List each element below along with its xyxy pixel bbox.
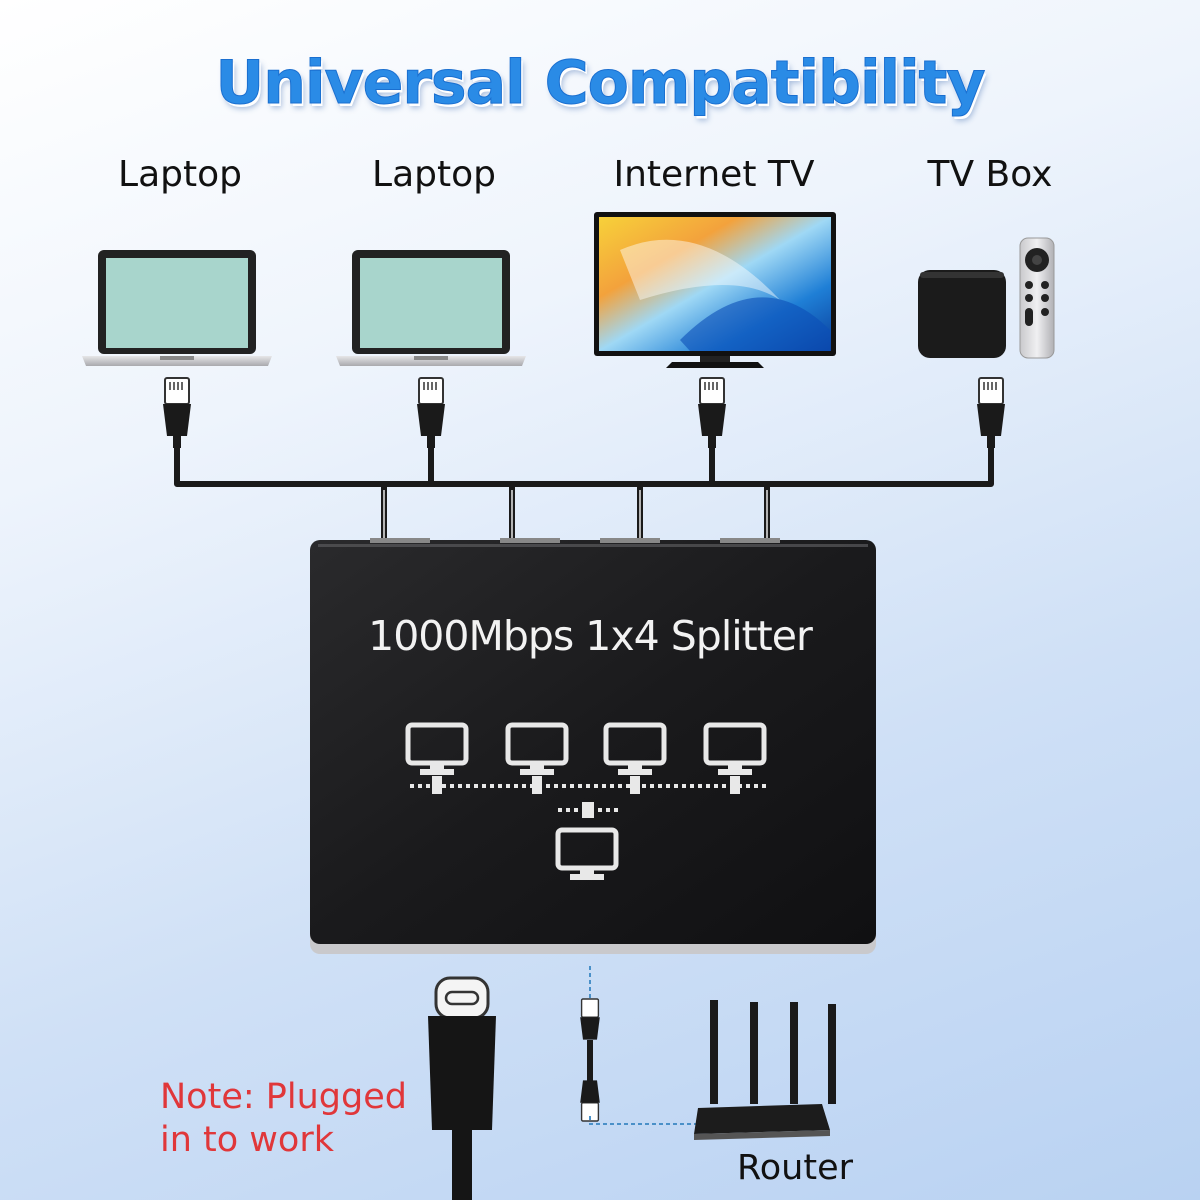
ethernet-plug-icon [697, 377, 727, 449]
device-label-tv-box: TV Box [927, 154, 1053, 195]
laptop-icon [336, 250, 526, 366]
tv-box-icon [918, 270, 1006, 358]
router-link [580, 966, 696, 1125]
laptop-icon [82, 250, 272, 366]
device-label-laptop-2: Laptop [372, 154, 496, 195]
splitter-device [310, 538, 876, 954]
ethernet-plug-icon [976, 377, 1006, 449]
network-topology-icon [408, 725, 766, 880]
ethernet-cables [174, 448, 994, 540]
ethernet-plug-icon [416, 377, 446, 449]
usb-c-cable-icon [428, 976, 496, 1200]
page-title: Universal Compatibility [215, 48, 986, 119]
device-label-internet-tv: Internet TV [613, 154, 815, 195]
power-note-line-2: in to work [160, 1120, 334, 1160]
ethernet-plug-icon [162, 377, 192, 449]
power-note-line-1: Note: Plugged [160, 1077, 407, 1117]
device-label-laptop-1: Laptop [118, 154, 242, 195]
router-icon [694, 1000, 836, 1140]
power-note: Note: Plugged in to work [160, 1076, 407, 1162]
remote-icon [1019, 237, 1055, 359]
tv-icon [594, 212, 836, 368]
router-label: Router [737, 1148, 853, 1188]
splitter-label: 1000Mbps 1x4 Splitter [368, 612, 813, 660]
